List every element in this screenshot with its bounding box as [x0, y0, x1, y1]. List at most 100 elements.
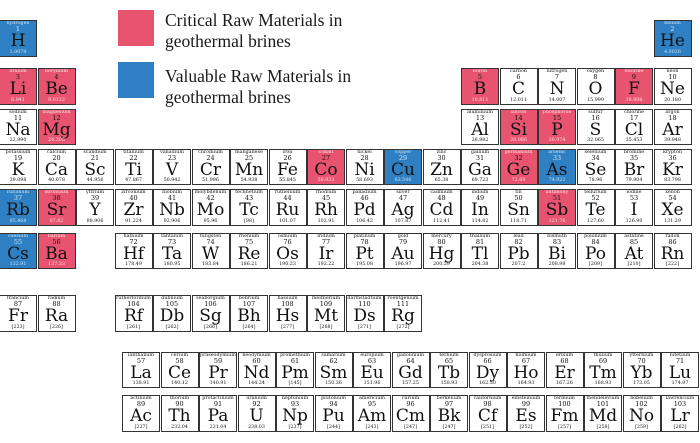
element-name: molybdenum — [194, 190, 227, 195]
atomic-number: 24 — [206, 153, 215, 162]
atomic-mass: 32.065 — [587, 138, 604, 143]
atomic-number: 55 — [13, 237, 23, 246]
element-symbol: Ar — [662, 119, 683, 140]
atomic-number: 33 — [552, 153, 562, 162]
element-name: rhenium — [238, 233, 260, 239]
element-symbol: Re — [237, 243, 261, 264]
atomic-number: 94 — [329, 400, 338, 408]
atomic-mass: 9.0122 — [48, 97, 65, 103]
atomic-mass: 65.38 — [434, 178, 449, 183]
element-name: lutetium — [669, 352, 691, 358]
element-symbol: Hg — [428, 243, 455, 264]
atomic-mass: 127.60 — [587, 218, 604, 224]
atomic-mass: 79.904 — [625, 178, 643, 183]
atomic-mass: 231.04 — [209, 424, 227, 430]
atomic-number: 51 — [552, 194, 562, 202]
element-name: polonium — [584, 233, 607, 239]
element-name: plutonium — [321, 396, 346, 401]
atomic-number: 59 — [213, 356, 223, 365]
atomic-mass: 92.906 — [163, 218, 181, 224]
element-name: roentgenium — [387, 296, 419, 301]
element-name: manganese — [235, 149, 263, 155]
atomic-mass: 4.0026 — [664, 49, 681, 55]
atomic-mass: [223] — [11, 324, 25, 330]
atomic-number: 7 — [554, 73, 560, 81]
element-symbol: Cr — [199, 159, 222, 180]
element-name: sodium — [9, 109, 27, 115]
element-symbol: Sg — [199, 306, 222, 326]
atomic-number: 29 — [398, 153, 408, 162]
element-name: rutherfordium — [116, 296, 151, 301]
element-symbol: Nb — [159, 200, 185, 220]
atomic-number: 25 — [244, 153, 254, 162]
atomic-number: 67 — [521, 356, 531, 365]
atomic-mass: 196.97 — [394, 262, 412, 267]
element-symbol: Md — [588, 406, 618, 426]
element-symbol: Br — [623, 159, 645, 180]
element-name: einsteinium — [511, 396, 541, 401]
element-name: gold — [397, 233, 409, 239]
atomic-number: 99 — [521, 400, 531, 408]
atomic-mass: 164.93 — [517, 381, 535, 386]
element-name: thallium — [469, 233, 491, 239]
atomic-number: 82 — [514, 237, 523, 246]
element-symbol: Li — [9, 79, 27, 99]
element-symbol: Na — [5, 119, 31, 140]
element-symbol: Sn — [507, 200, 530, 220]
atomic-mass: [264] — [242, 324, 256, 330]
element-symbol: Pb — [507, 243, 530, 264]
element-symbol: Hs — [275, 306, 300, 326]
element-name: chromium — [198, 149, 223, 155]
element-name: gallium — [470, 149, 490, 155]
atomic-number: 39 — [90, 194, 100, 202]
atomic-number: 3 — [15, 73, 21, 81]
element-name: beryllium — [44, 69, 69, 74]
element-name: americium — [359, 396, 385, 401]
element-symbol: Ce — [167, 362, 192, 383]
element-name: arsenic — [548, 149, 566, 155]
element-name: sulfur — [588, 109, 603, 115]
atomic-mass: 10.811 — [471, 97, 489, 103]
atomic-mass: [258] — [596, 424, 610, 430]
atomic-number: 65 — [444, 356, 454, 365]
atomic-number: 91 — [213, 400, 223, 408]
element-symbol: Rn — [660, 243, 685, 264]
atomic-number: 54 — [668, 194, 677, 202]
element-name: fermium — [554, 396, 575, 401]
element-name: scandium — [83, 149, 107, 155]
atomic-number: 28 — [360, 153, 369, 162]
atomic-number: 34 — [591, 153, 600, 162]
atomic-mass: 20.180 — [664, 97, 681, 103]
atomic-mass: 167.26 — [556, 381, 573, 386]
atomic-mass: 173.05 — [633, 381, 650, 386]
atomic-mass: 88.906 — [86, 218, 104, 224]
atomic-mass: 15.999 — [587, 97, 604, 103]
atomic-mass: 150.36 — [325, 381, 342, 386]
atomic-mass: 232.04 — [171, 424, 188, 430]
atomic-number: 102 — [635, 400, 648, 408]
atomic-number: 15 — [552, 113, 562, 122]
element-name: nobelium — [630, 396, 653, 401]
element-name: germanium — [504, 149, 533, 155]
